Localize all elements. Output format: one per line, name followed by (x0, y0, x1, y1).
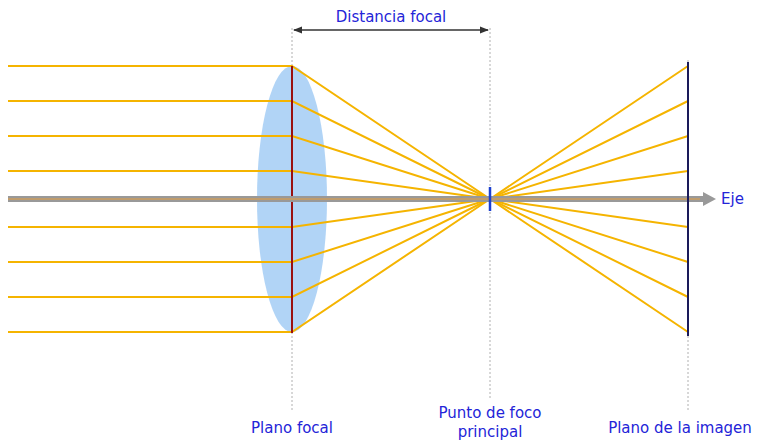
axis (8, 196, 705, 202)
plane-label: Plano focal (251, 419, 333, 438)
focus-mark (489, 187, 492, 211)
axis-ray (8, 198, 700, 199)
focus-label: Punto de foco principal (428, 404, 553, 441)
axis-label: Eje (721, 190, 744, 209)
dimension-label: Distancia focal (336, 8, 447, 27)
plane-label: Plano de la imagen (608, 419, 752, 438)
axis-arrowhead (703, 192, 716, 206)
guide-lines (292, 28, 688, 412)
image-plane (687, 62, 689, 336)
dimension-arrow (294, 29, 488, 30)
